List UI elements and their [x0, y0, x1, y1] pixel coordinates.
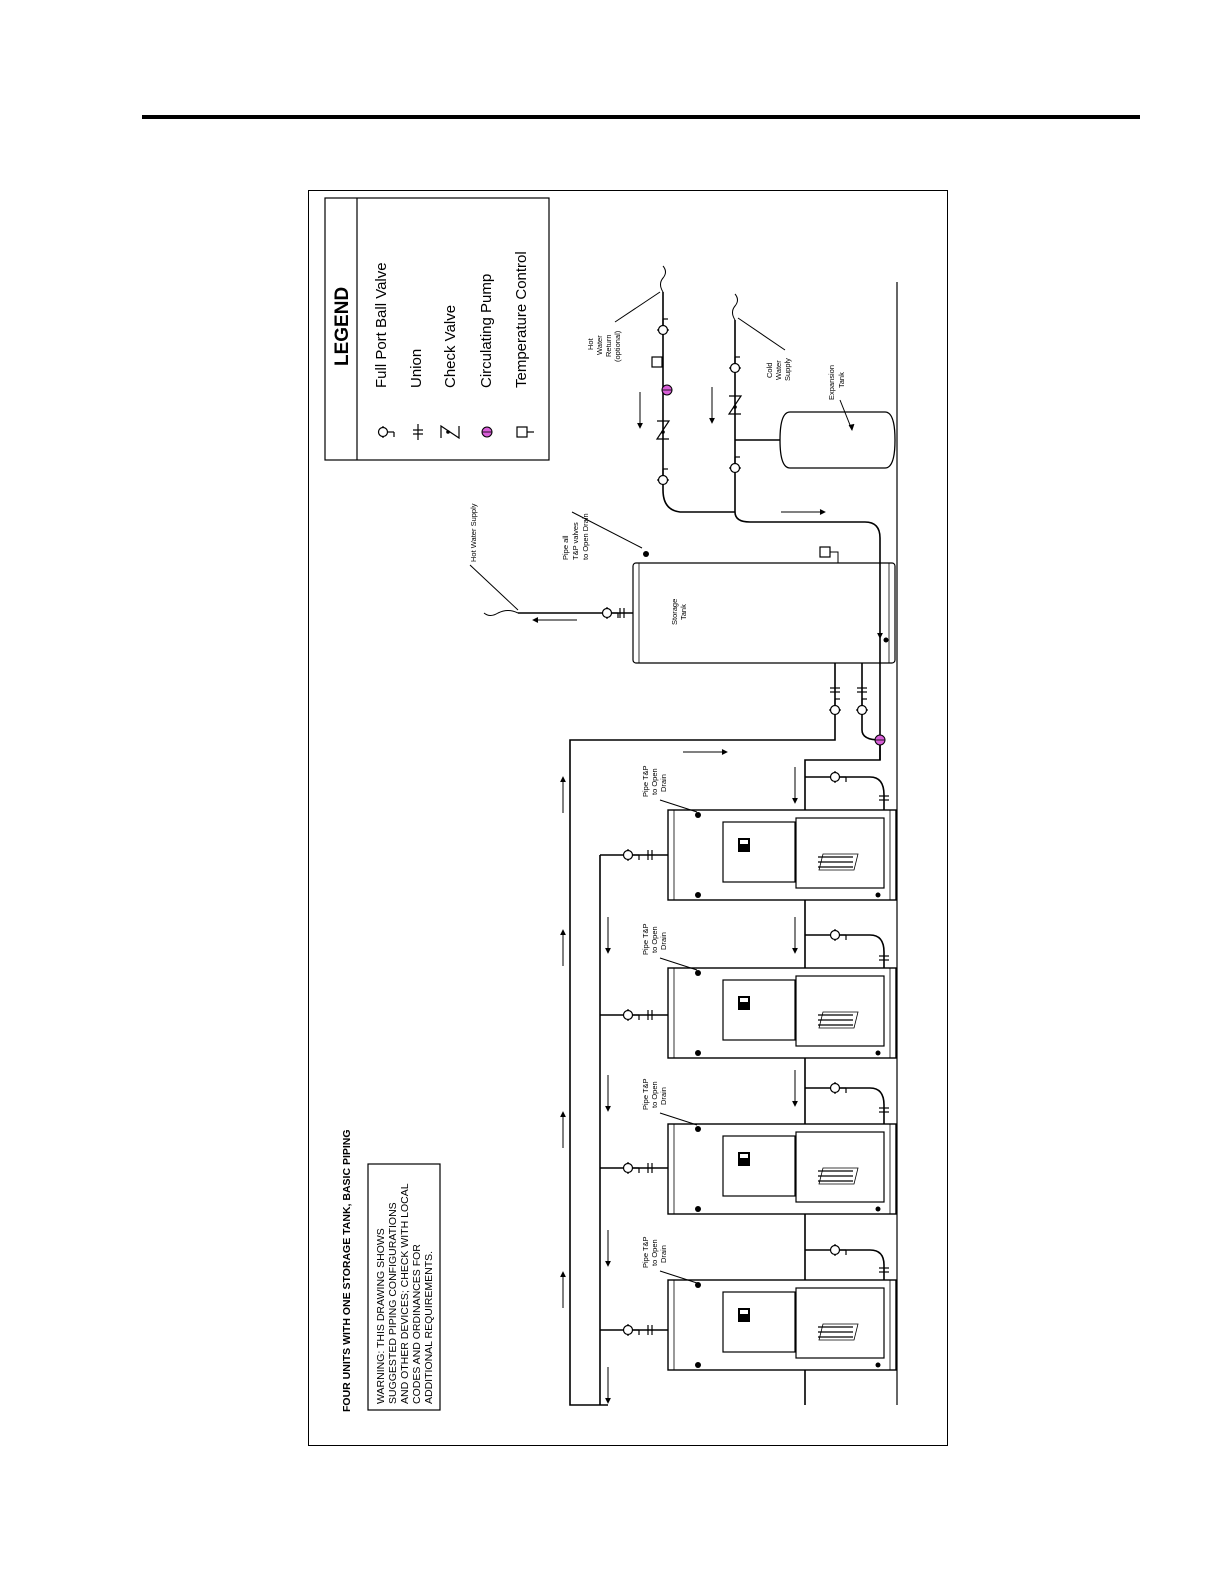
unit-4-tp-line-1: Pipe T&P	[641, 1236, 650, 1268]
unit-4-tp-line-2: to Open	[650, 1239, 659, 1266]
pipe-all-tp-2: T&P valves	[571, 522, 580, 560]
storage-tank-label-1: Storage	[670, 599, 679, 625]
water-heater-3	[667, 1123, 897, 1215]
hot-water-return-4: (optional)	[613, 330, 622, 362]
cold-water-supply-2: Water	[774, 360, 783, 380]
circulating-pump-icon	[481, 426, 493, 438]
unit-3-tp-line-2: to Open	[650, 1081, 659, 1108]
cold-water-supply-3: Supply	[783, 358, 792, 381]
unit-1-tp-line-3: Drain	[659, 774, 668, 792]
warning-line-1: WARNING: THIS DRAWING SHOWS	[375, 1228, 387, 1404]
unit-4-tp-label: Pipe T&P to Open Drain	[641, 1236, 698, 1284]
warning-line-3: AND OTHER DEVICES; CHECK WITH LOCAL	[399, 1183, 411, 1404]
pipe-all-tp-3: to Open Drain	[581, 513, 590, 560]
legend-title: LEGEND	[332, 287, 353, 366]
pipe-all-tp-1: Pipe all	[561, 535, 570, 560]
header-rule	[142, 115, 1140, 119]
hot-water-return-2: Water	[595, 335, 604, 355]
storage-tank-label-2: Tank	[679, 604, 688, 620]
water-heater-4	[667, 1279, 897, 1371]
unit-3-tp-line-3: Drain	[659, 1087, 668, 1105]
unit-1-tp-line-1: Pipe T&P	[641, 765, 650, 797]
legend-label-ball-valve: Full Port Ball Valve	[373, 262, 390, 388]
hot-water-return-1: Hot	[586, 337, 595, 350]
legend-label-union: Union	[408, 349, 425, 388]
temperature-control-icon	[516, 426, 534, 438]
expansion-tank-label-1: Expansion	[827, 365, 836, 400]
union-icon	[412, 424, 424, 440]
unit-2-tp-line-1: Pipe T&P	[641, 923, 650, 955]
legend-box: LEGEND Full Port Ball Valve Union Check …	[324, 197, 550, 461]
expansion-tank-label-2: Tank	[837, 372, 846, 388]
unit-4-tp-line-3: Drain	[659, 1245, 668, 1263]
unit-3-tp-line-1: Pipe T&P	[641, 1078, 650, 1110]
unit-1-tp-line-2: to Open	[650, 768, 659, 795]
unit-3-tp-label: Pipe T&P to Open Drain	[641, 1078, 698, 1126]
expansion-tank	[779, 411, 896, 469]
warning-line-2: SUGGESTED PIPING CONFIGURATIONS	[387, 1202, 399, 1404]
water-heater-2	[667, 967, 897, 1059]
diagram-title: FOUR UNITS WITH ONE STORAGE TANK, BASIC …	[341, 1129, 353, 1412]
unit-2-tp-line-2: to Open	[650, 926, 659, 953]
storage-tank: Storage Tank	[632, 551, 896, 664]
hot-water-supply-label: Hot Water Supply	[469, 503, 478, 562]
water-heater-1	[667, 809, 897, 901]
unit-2-tp-line-3: Drain	[659, 932, 668, 950]
unit-2-tp-label: Pipe T&P to Open Drain	[641, 923, 698, 971]
unit-1-tp-label: Pipe T&P to Open Drain	[641, 765, 698, 813]
legend-label-check-valve: Check Valve	[442, 305, 459, 388]
diagram-frame	[308, 190, 948, 1446]
warning-box: WARNING: THIS DRAWING SHOWS SUGGESTED PI…	[367, 1163, 441, 1411]
warning-line-5: ADDITIONAL REQUIREMENTS.	[423, 1251, 435, 1404]
legend-label-circulating-pump: Circulating Pump	[478, 274, 495, 388]
warning-line-4: CODES AND ORDINANCES FOR	[411, 1244, 423, 1404]
hot-water-return-3: Return	[604, 334, 613, 357]
cold-water-supply-1: Cold	[765, 363, 774, 378]
legend-label-temperature-control: Temperature Control	[513, 251, 530, 388]
